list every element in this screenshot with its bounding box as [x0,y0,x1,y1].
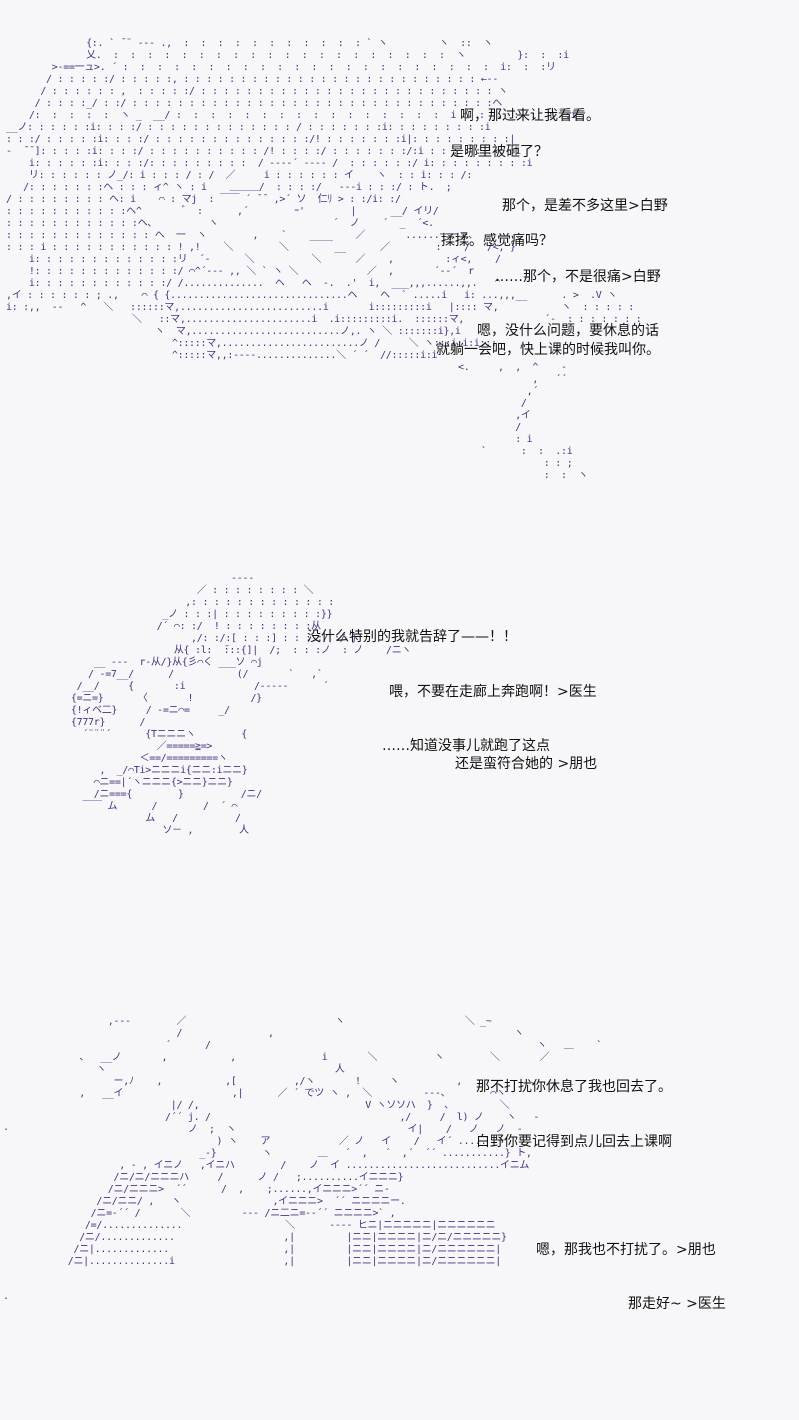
dialogue-line: 揉揉。感觉痛吗？ [441,233,553,249]
dialogue-line: 嗯，没什么问题，要休息的话 [477,323,659,339]
dialogue-line: 白野你要记得到点儿回去上课啊 [476,1134,672,1150]
dialogue-line: 还是蛮符合她的 >朋也 [455,756,598,772]
dialogue-line: 没什么特别的我就告辞了——！！ [307,629,517,645]
ascii-art-nurse-and-student: {:. ` ̄ ¨ ‐-- ., : : : : : : : : : : : `… [6,38,642,361]
dialogue-line: 喂，不要在走廊上奔跑啊！>医生 [389,684,597,700]
ascii-art-arm: <. , , ^ - , ´´ ,´ / ,イ / : i ` : : .:i … [458,362,588,481]
dialogue-line: 那不打扰你休息了我也回去了。 [476,1079,672,1095]
edge-dot: . [3,1122,10,1133]
edge-dot: . [3,1291,10,1302]
dialogue-line: 就躺一会吧，快上课的时候我叫你。 [436,342,660,358]
dialogue-line: 那走好~ >医生 [628,1296,726,1312]
dialogue-line: ……那个，不是很痛>白野 [495,269,661,285]
dialogue-line: ……知道没事儿就跑了这点 [382,738,550,754]
ascii-art-running-girl: ‐‐‐‐ ／ : : : : : : : : ＼ ,: : : : : : : … [70,573,412,836]
ascii-art-boy: ,‐‐‐ ／ ヽ ＼ _~ / , ヽ ´ / [67,1016,603,1267]
dialogue-line: 那个，是差不多这里>白野 [502,198,668,214]
dialogue-line: 嗯，那我也不打扰了。>朋也 [536,1242,716,1258]
dialogue-line: 啊，那过来让我看看。 [460,108,600,124]
dialogue-line: 是哪里被砸了？ [450,144,548,160]
